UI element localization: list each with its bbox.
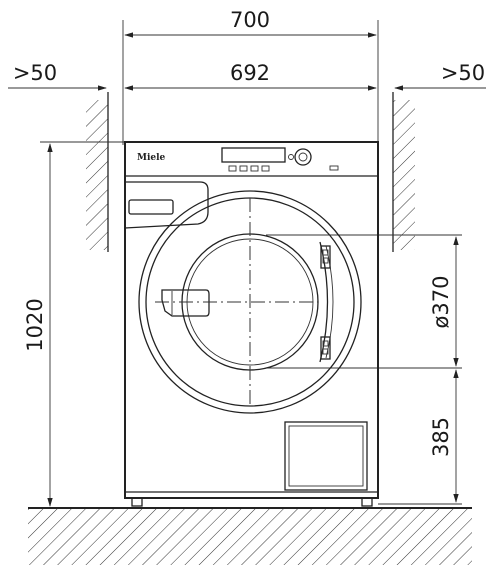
control-button [228,165,237,172]
control-panel: Miele [137,147,339,172]
control-button [261,165,270,172]
program-dial [294,148,312,166]
detergent-drawer [124,181,209,229]
power-button [288,154,294,160]
indicator-light [329,165,339,171]
control-button [239,165,248,172]
control-button [250,165,259,172]
clearance-right-label: >50 [441,61,485,85]
extension-lines [40,20,462,505]
service-panel [284,421,368,491]
door-handle [161,289,210,317]
drawer-handle [128,199,174,215]
door-diameter-label: ø370 [429,276,453,329]
right-wall [392,92,415,252]
door-hinge-lower [320,336,331,360]
left-wall [86,92,109,252]
machine-feet [131,497,373,507]
height-label: 1020 [23,298,47,351]
inner-width-label: 692 [230,61,270,85]
brand-logo: Miele [137,153,166,163]
center-lines [155,198,318,408]
door-center-height-label: 385 [429,417,453,457]
machine-body [124,141,379,499]
display-window [221,147,286,163]
floor [28,507,472,565]
overall-width-label: 700 [230,8,270,32]
door-hinge-upper [320,245,331,269]
clearance-left-label: >50 [13,61,57,85]
